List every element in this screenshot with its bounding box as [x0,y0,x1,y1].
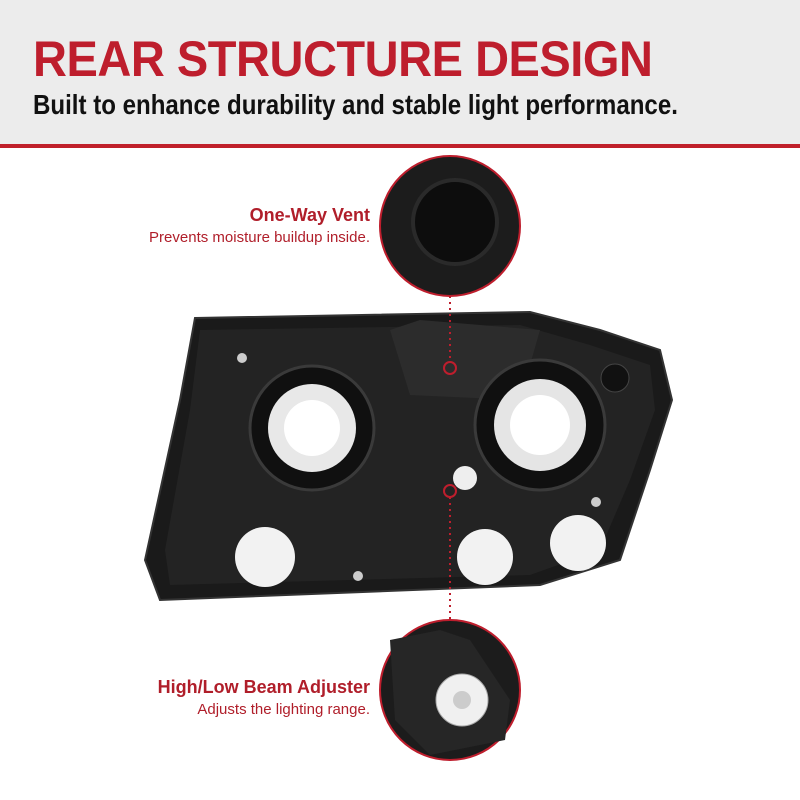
page-title: REAR STRUCTURE DESIGN [33,31,653,87]
header-banner [0,0,800,145]
adjuster-marker [443,484,457,498]
callout-beam-adjuster: High/Low Beam Adjuster Adjusts the light… [158,677,370,718]
header-divider [0,144,800,148]
callout-title: One-Way Vent [249,205,370,225]
adjuster-detail-circle [379,619,521,761]
callout-title: High/Low Beam Adjuster [157,677,370,697]
callout-one-way-vent: One-Way Vent Prevents moisture buildup i… [149,205,370,246]
vent-detail-circle [379,155,521,297]
callout-description: Prevents moisture buildup inside. [149,229,370,246]
vent-marker [443,361,457,375]
page-subtitle: Built to enhance durability and stable l… [33,89,678,120]
callout-description: Adjusts the lighting range. [197,701,370,718]
